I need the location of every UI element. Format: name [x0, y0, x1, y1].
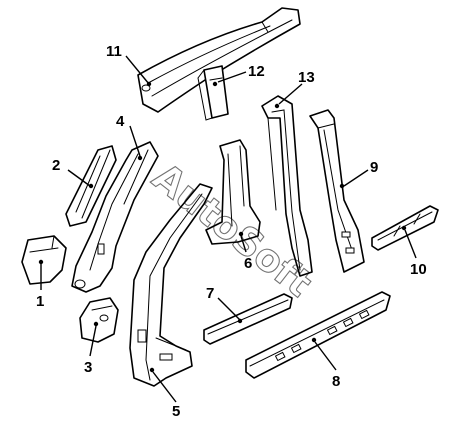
callout-11: 11	[106, 43, 122, 60]
part-13-b-pillar-outer	[261, 95, 313, 277]
part-6-bracket	[205, 139, 261, 245]
part-11-roof-rail	[137, 7, 301, 113]
part-3-bracket	[79, 297, 119, 343]
callout-7: 7	[206, 285, 214, 302]
leader-lines	[40, 55, 417, 403]
part-10-reinforcement	[371, 205, 439, 251]
part-8-side-sill	[245, 291, 391, 379]
callout-9: 9	[370, 159, 378, 176]
part-5-a-pillar-assembly	[129, 183, 213, 387]
callout-10: 10	[410, 261, 427, 278]
part-9-b-pillar-inner	[309, 109, 365, 273]
part-2-panel	[65, 145, 117, 227]
callout-2: 2	[52, 157, 60, 174]
part-12-bracket	[197, 65, 229, 121]
callout-8: 8	[332, 373, 340, 390]
part-4-a-pillar-reinforcement	[71, 141, 159, 293]
callout-12: 12	[248, 63, 265, 80]
callout-5: 5	[172, 403, 180, 420]
callout-13: 13	[298, 69, 315, 86]
callout-1: 1	[36, 293, 44, 310]
part-7-rocker-reinforcement	[203, 293, 293, 345]
part-1-bracket	[21, 235, 67, 285]
callout-3: 3	[84, 359, 92, 376]
callout-4: 4	[116, 113, 125, 130]
callout-6: 6	[244, 255, 252, 272]
callout-labels: 11 12 13 9 10 2 4 1 3 5 6 7 8	[36, 43, 427, 420]
